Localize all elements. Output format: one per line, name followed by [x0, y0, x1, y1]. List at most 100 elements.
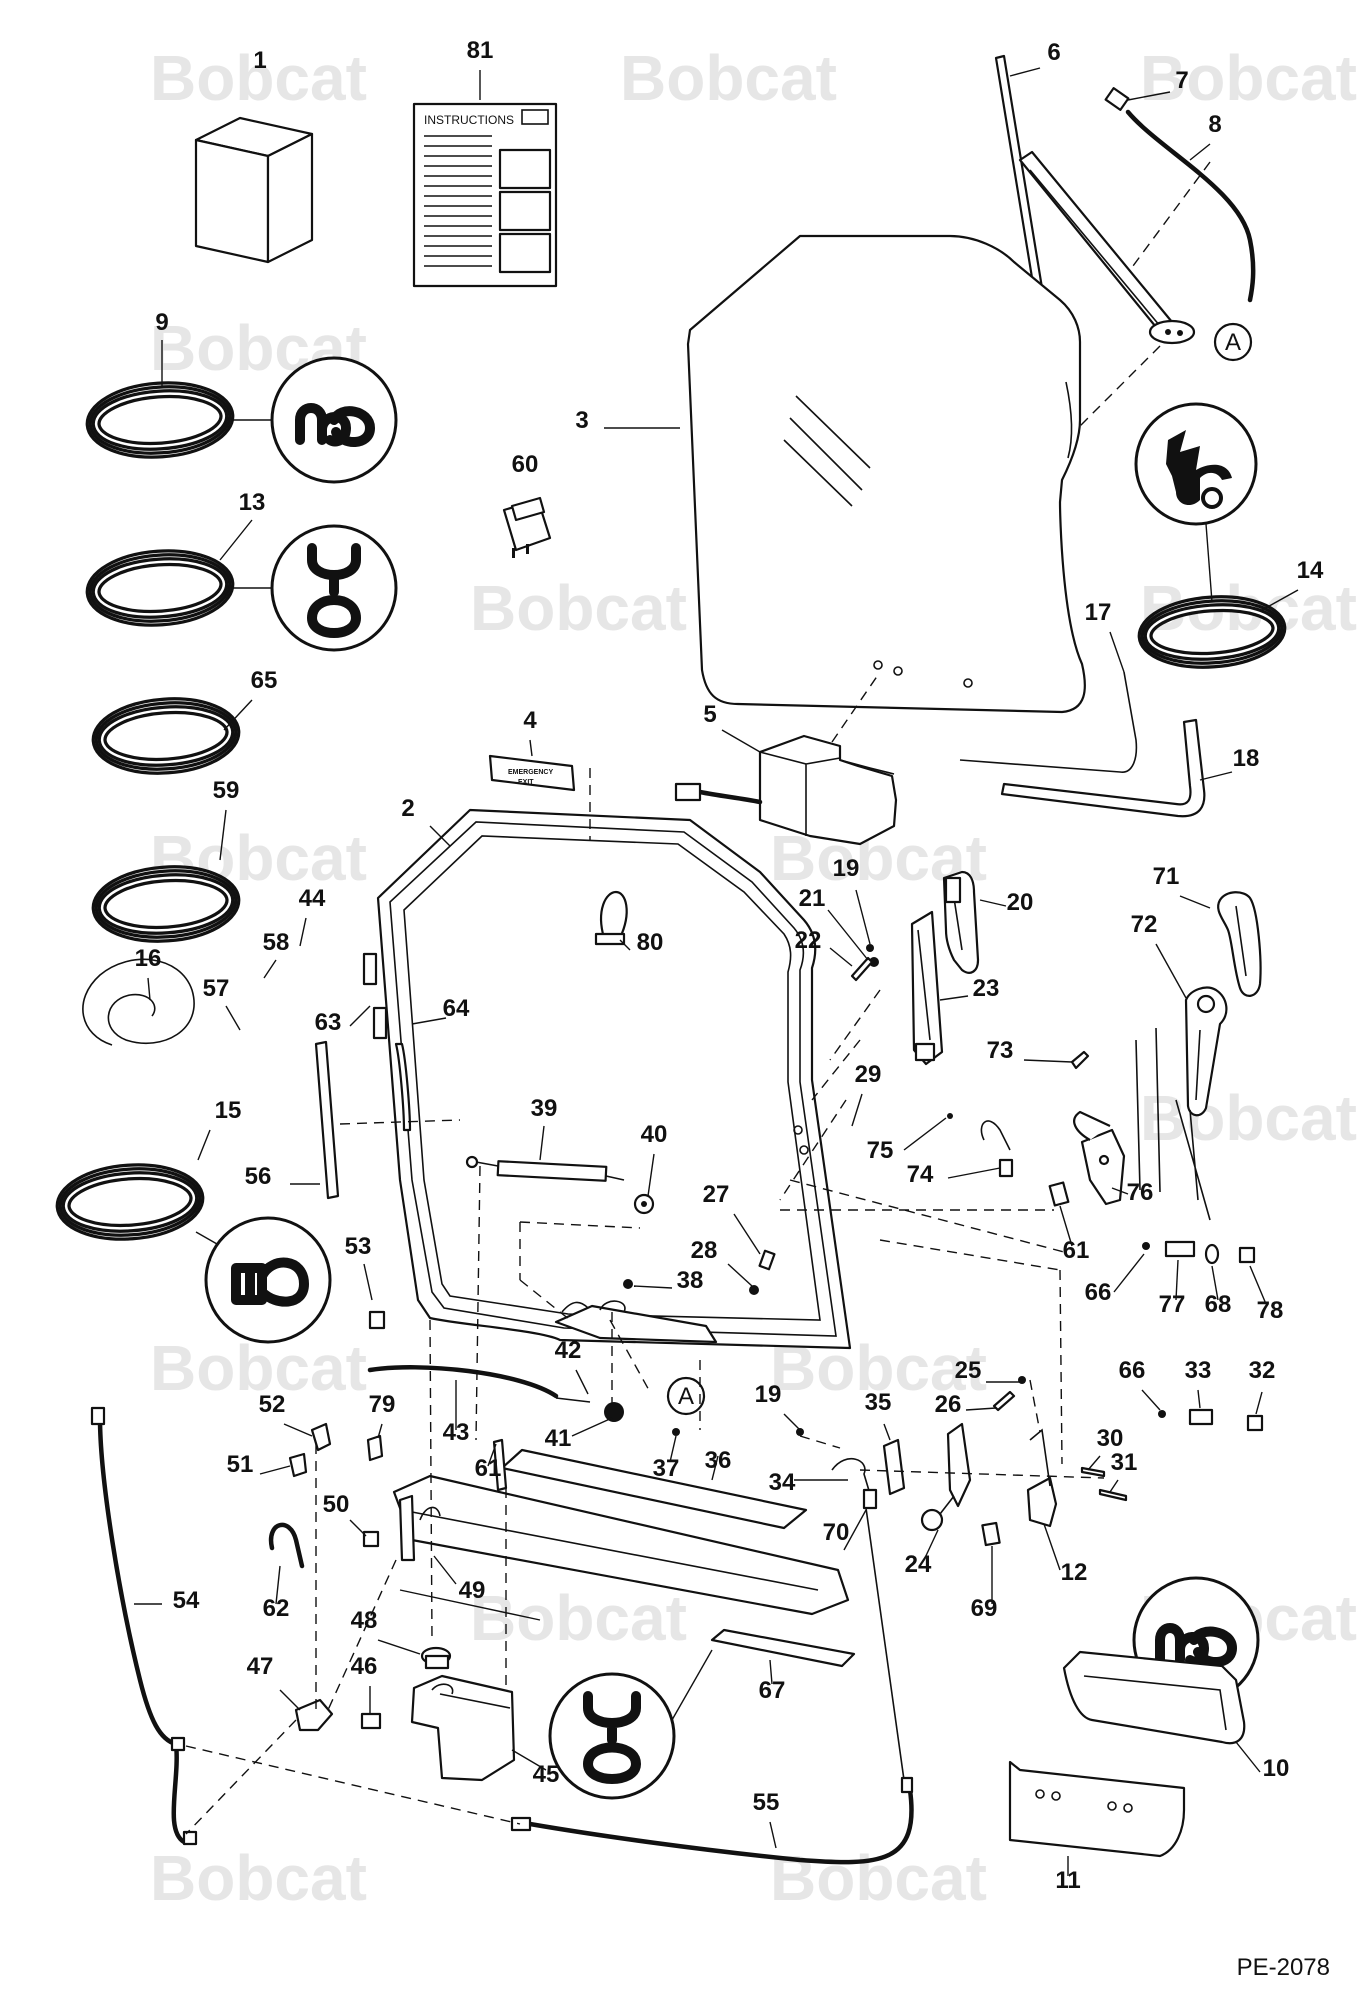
part-label: 47 [247, 1653, 274, 1680]
leader-line [411, 1017, 447, 1025]
watermark: Bobcat [470, 572, 687, 644]
part-59-coil [91, 865, 241, 943]
seal-coils [55, 381, 1287, 1721]
leader-line [711, 1455, 719, 1481]
part-label: 28 [691, 1237, 718, 1264]
part-71-handle [1217, 891, 1262, 997]
watermark: Bobcat [1140, 42, 1357, 114]
watermark: Bobcat [150, 1842, 367, 1914]
part-34-link [831, 1458, 878, 1510]
leader-line [1113, 1253, 1145, 1293]
part-label: 12 [1061, 1559, 1088, 1586]
leader-line [263, 959, 277, 979]
part-46-fitting [360, 1712, 382, 1730]
part-label: 60 [512, 451, 539, 478]
part-70-end [900, 1776, 914, 1794]
leader-line [349, 1005, 371, 1027]
part-30-bolt [1080, 1466, 1106, 1478]
leader-line [1255, 1391, 1263, 1415]
leader-line [1023, 1059, 1073, 1063]
part-25-nut [1018, 1376, 1026, 1384]
part-label: 48 [351, 1607, 378, 1634]
part-66-nut-a [1142, 1242, 1150, 1250]
leader-line [529, 739, 533, 757]
part-39-strut [465, 1155, 655, 1215]
leader-line [1235, 1741, 1261, 1773]
watermark: Bobcat [1140, 1082, 1357, 1154]
part-69-pad [981, 1521, 1001, 1547]
part-43-cable [367, 1365, 559, 1399]
part-73-bolt [1070, 1050, 1090, 1070]
watermark: Bobcat [770, 1842, 987, 1914]
leader-line [1175, 1259, 1179, 1301]
part-41-grommet [604, 1402, 624, 1422]
leader-line [1249, 1265, 1267, 1305]
leader-line [1127, 91, 1171, 101]
part-label: 61 [1063, 1237, 1090, 1264]
leader-line [363, 1263, 373, 1301]
leader-line [829, 947, 853, 967]
part-42-rod [555, 1397, 591, 1403]
part-label: 36 [705, 1447, 732, 1474]
leader-line [855, 889, 871, 945]
part-label: 34 [769, 1469, 796, 1496]
part-label: 1 [253, 47, 266, 74]
callout-a-letter: A [1225, 329, 1241, 356]
leader-line [1189, 143, 1211, 161]
leader-line [377, 1423, 383, 1439]
part-77-spacer [1164, 1240, 1196, 1258]
leader-line [147, 977, 151, 1001]
part-6-wiper [994, 54, 1196, 345]
part-45-reservoir [410, 1674, 516, 1782]
part-label: 29 [855, 1061, 882, 1088]
profile-bubble-67 [548, 1672, 676, 1800]
part-label: 10 [1263, 1755, 1290, 1782]
leader-line [923, 1529, 939, 1561]
part-11-plate [1008, 1760, 1186, 1858]
dashed-lines [185, 768, 1105, 1835]
part-label: 40 [641, 1121, 668, 1148]
part-63-hinge [362, 952, 388, 1040]
part-label: 81 [467, 37, 494, 64]
part-label: 45 [533, 1761, 560, 1788]
leader-line [1109, 1479, 1119, 1493]
part-61-pad [1048, 1181, 1070, 1207]
part-label: 8 [1208, 111, 1221, 138]
part-7-nozzle [1104, 87, 1130, 111]
watermark: Bobcat [150, 42, 367, 114]
watermark: Bobcat [620, 42, 837, 114]
part-24-latch [920, 1422, 972, 1532]
decal-line-1: EMERGENCY [508, 769, 553, 776]
watermark: Bobcat [150, 1332, 367, 1404]
part-label: 62 [263, 1595, 290, 1622]
part-label: 22 [795, 927, 822, 954]
leader-line [511, 1749, 547, 1771]
part-label: 72 [1131, 911, 1158, 938]
leader-line [1043, 1523, 1061, 1571]
watermark: Bobcat [150, 822, 367, 894]
leader-line [571, 1417, 613, 1437]
callout-a-bubble [1213, 322, 1253, 362]
part-label: 66 [1119, 1357, 1146, 1384]
leader-line [377, 1639, 421, 1655]
part-label: 66 [1085, 1279, 1112, 1306]
part-2-door-frame [376, 808, 852, 1350]
part-23-bracket [910, 910, 944, 1066]
leader-line [299, 917, 307, 947]
part-37-nut [672, 1428, 680, 1436]
part-74-link [980, 1120, 1014, 1178]
leader-line [843, 1509, 867, 1551]
part-78-nut [1238, 1246, 1256, 1264]
part-19-washer-b [796, 1428, 804, 1436]
leader-line [851, 1093, 863, 1127]
leader-line [721, 729, 761, 753]
leader-line [275, 1565, 281, 1605]
part-label: 17 [1085, 599, 1112, 626]
part-label: 59 [213, 777, 240, 804]
part-28-nut [749, 1285, 759, 1295]
leader-line [733, 1213, 761, 1255]
part-label: 75 [867, 1137, 894, 1164]
part-label: 38 [677, 1267, 704, 1294]
part-label: 67 [759, 1677, 786, 1704]
